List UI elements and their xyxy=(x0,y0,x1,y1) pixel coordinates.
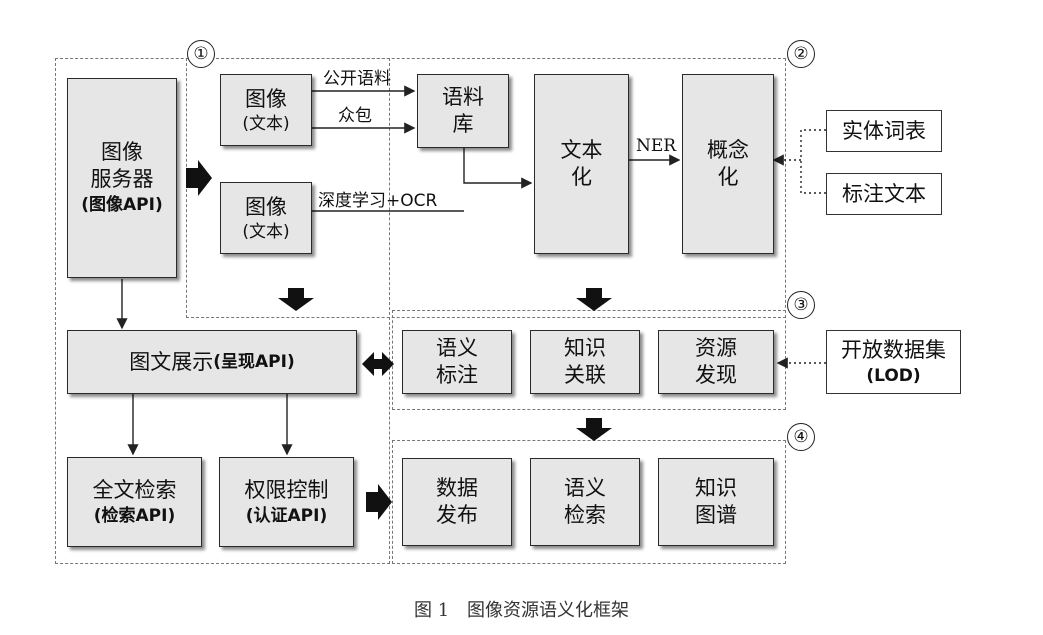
corpus-node: 语料 库 xyxy=(417,74,509,148)
semantic-annotation-line2: 标注 xyxy=(436,363,478,387)
corpus-line1: 语料 xyxy=(442,85,484,109)
fulltext-search-node: 全文检索 (检索API) xyxy=(67,457,202,547)
region-1-number: ① xyxy=(187,40,215,68)
arrow-corpus-to-textualize xyxy=(463,148,533,189)
block-arrow-to-region4 xyxy=(366,484,392,520)
block-arrow-region3-to-region4 xyxy=(576,418,612,441)
knowledge-graph-line2: 图谱 xyxy=(695,503,737,527)
fulltext-search-label: 全文检索 xyxy=(92,477,177,502)
corpus-line2: 库 xyxy=(452,112,474,136)
resource-discovery-node: 资源 发现 xyxy=(658,330,774,394)
block-arrow-region2-to-region3 xyxy=(576,288,612,311)
open-datasets-sub: (LOD) xyxy=(866,365,921,386)
knowledge-linking-line1: 知识 xyxy=(564,336,606,360)
region-4 xyxy=(392,440,786,564)
semantic-search-line1: 语义 xyxy=(564,476,606,500)
figure-number: 图 1 xyxy=(414,600,450,621)
edge-label-ner: NER xyxy=(636,136,677,156)
image-text-node-bottom: 图像 (文本) xyxy=(220,182,312,254)
image-server-api: (图像API) xyxy=(81,195,163,215)
knowledge-linking-node: 知识 关联 xyxy=(530,330,640,394)
image-text-node-top: 图像 (文本) xyxy=(220,74,312,146)
block-arrow-display-region3 xyxy=(362,352,394,376)
annotated-text-label: 标注文本 xyxy=(842,181,926,206)
knowledge-graph-node: 知识 图谱 xyxy=(658,458,774,546)
textualize-line2: 化 xyxy=(571,165,592,189)
annotated-text-node: 标注文本 xyxy=(826,173,942,215)
image-bottom-line1: 图像 xyxy=(245,194,287,219)
display-api: (呈现API) xyxy=(213,352,295,372)
open-datasets-label: 开放数据集 xyxy=(841,337,946,362)
resource-discovery-line1: 资源 xyxy=(695,336,737,360)
entity-vocab-node: 实体词表 xyxy=(826,110,942,152)
edge-label-public-corpus: 公开语料 xyxy=(323,69,391,89)
semantic-search-node: 语义 检索 xyxy=(530,458,640,546)
textualize-node: 文本 化 xyxy=(534,74,629,254)
edge-label-deep-learning-ocr: 深度学习+OCR xyxy=(318,191,438,211)
region-4-number: ④ xyxy=(787,423,815,451)
figure-title: 图像资源语义化框架 xyxy=(466,600,629,621)
knowledge-graph-line1: 知识 xyxy=(695,476,737,500)
data-publishing-line2: 发布 xyxy=(436,503,478,527)
image-top-line1: 图像 xyxy=(245,86,287,111)
fulltext-search-api: (检索API) xyxy=(93,505,176,526)
display-label: 图文展示 xyxy=(129,349,214,374)
image-server-title-1: 图像 xyxy=(101,140,143,164)
block-arrow-region2-to-display xyxy=(278,288,314,311)
conceptualize-node: 概念 化 xyxy=(682,74,774,254)
resource-discovery-line2: 发现 xyxy=(695,363,737,387)
conceptualize-line1: 概念 xyxy=(707,138,749,162)
conceptualize-line2: 化 xyxy=(717,165,739,189)
semantic-annotation-node: 语义 标注 xyxy=(402,330,512,394)
access-control-label: 权限控制 xyxy=(244,477,329,502)
data-publishing-line1: 数据 xyxy=(436,476,478,500)
semantic-search-line2: 检索 xyxy=(564,503,606,527)
entity-vocab-label: 实体词表 xyxy=(842,118,926,143)
access-control-node: 权限控制 (认证API) xyxy=(219,457,354,547)
access-control-api: (认证API) xyxy=(245,505,328,526)
open-datasets-node: 开放数据集 (LOD) xyxy=(826,330,961,394)
region-2-number: ② xyxy=(787,40,815,68)
knowledge-linking-line2: 关联 xyxy=(564,363,606,387)
figure-caption: 图 1 图像资源语义化框架 xyxy=(0,596,1043,622)
block-arrow-server-to-region2 xyxy=(186,160,212,196)
semantic-annotation-line1: 语义 xyxy=(436,336,478,360)
image-server-node: 图像 服务器 (图像API) xyxy=(67,78,177,278)
data-publishing-node: 数据 发布 xyxy=(402,458,512,546)
display-node: 图文展示 (呈现API) xyxy=(67,330,357,394)
edge-label-crowdsourcing: 众包 xyxy=(338,106,372,126)
region-3-number: ③ xyxy=(787,291,815,319)
image-bottom-line2: (文本) xyxy=(242,221,290,242)
dotted-entity-vocab xyxy=(772,129,826,166)
image-server-title-2: 服务器 xyxy=(90,167,154,191)
image-top-line2: (文本) xyxy=(242,113,290,134)
textualize-line1: 文本 xyxy=(560,138,603,162)
dotted-annotated-text xyxy=(800,160,826,194)
